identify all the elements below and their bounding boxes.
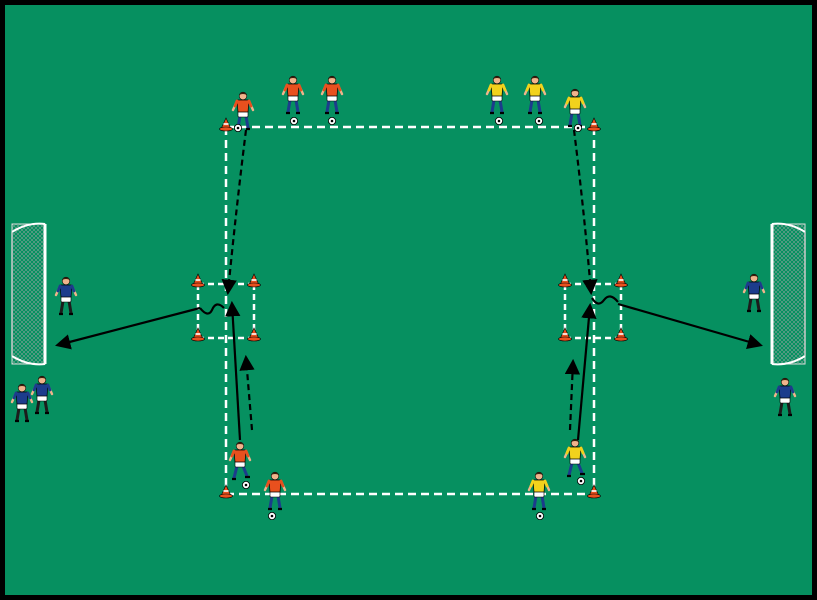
cone-icon [587, 117, 601, 132]
run-arrow-bottom-right [564, 358, 581, 431]
player-icon [30, 375, 54, 415]
cone-icon [219, 117, 233, 132]
soccer-ball-icon [290, 117, 298, 125]
player-icon [485, 75, 509, 115]
soccer-ball-icon [536, 512, 544, 520]
balls [234, 117, 585, 520]
cone-icon [614, 273, 628, 288]
cone-icon [558, 327, 572, 342]
player-icon [563, 88, 587, 128]
pass-arrow-left-up [225, 300, 242, 441]
player-icon [263, 471, 287, 511]
soccer-ball-icon [328, 117, 336, 125]
right-goal [770, 222, 806, 366]
players [10, 75, 797, 511]
shot-arrow-left [55, 306, 201, 350]
soccer-ball-icon [268, 512, 276, 520]
dribble-left [199, 303, 225, 315]
left-goal [11, 222, 47, 366]
soccer-ball-icon [242, 481, 250, 489]
player-icon [527, 471, 551, 511]
player-icon [773, 377, 797, 417]
cone-icon [614, 327, 628, 342]
player-icon [231, 91, 255, 131]
pass-arrow-right-up [576, 302, 597, 441]
cone-icon [191, 273, 205, 288]
cone-icon [558, 273, 572, 288]
player-icon [54, 276, 78, 316]
player-icon [523, 75, 547, 115]
soccer-ball-icon [574, 124, 582, 132]
cone-icon [247, 273, 261, 288]
player-icon [281, 75, 305, 115]
run-arrow-top-right [572, 129, 598, 296]
movement-arrows [55, 129, 763, 441]
soccer-ball-icon [234, 124, 242, 132]
player-icon [320, 75, 344, 115]
soccer-ball-icon [535, 117, 543, 125]
cone-icon [219, 484, 233, 499]
cone-icon [247, 327, 261, 342]
player-icon [563, 438, 587, 478]
run-arrow-top-left [221, 129, 248, 296]
shot-arrow-right [617, 302, 763, 349]
cone-icon [587, 484, 601, 499]
field-surface [5, 5, 812, 595]
player-icon [10, 383, 34, 423]
soccer-ball-icon [577, 477, 585, 485]
cone-icon [191, 327, 205, 342]
cones [191, 117, 628, 499]
player-icon [228, 441, 252, 481]
run-arrow-bottom-left [239, 354, 255, 431]
soccer-ball-icon [495, 117, 503, 125]
dribble-right [591, 295, 619, 305]
player-icon [742, 273, 766, 313]
